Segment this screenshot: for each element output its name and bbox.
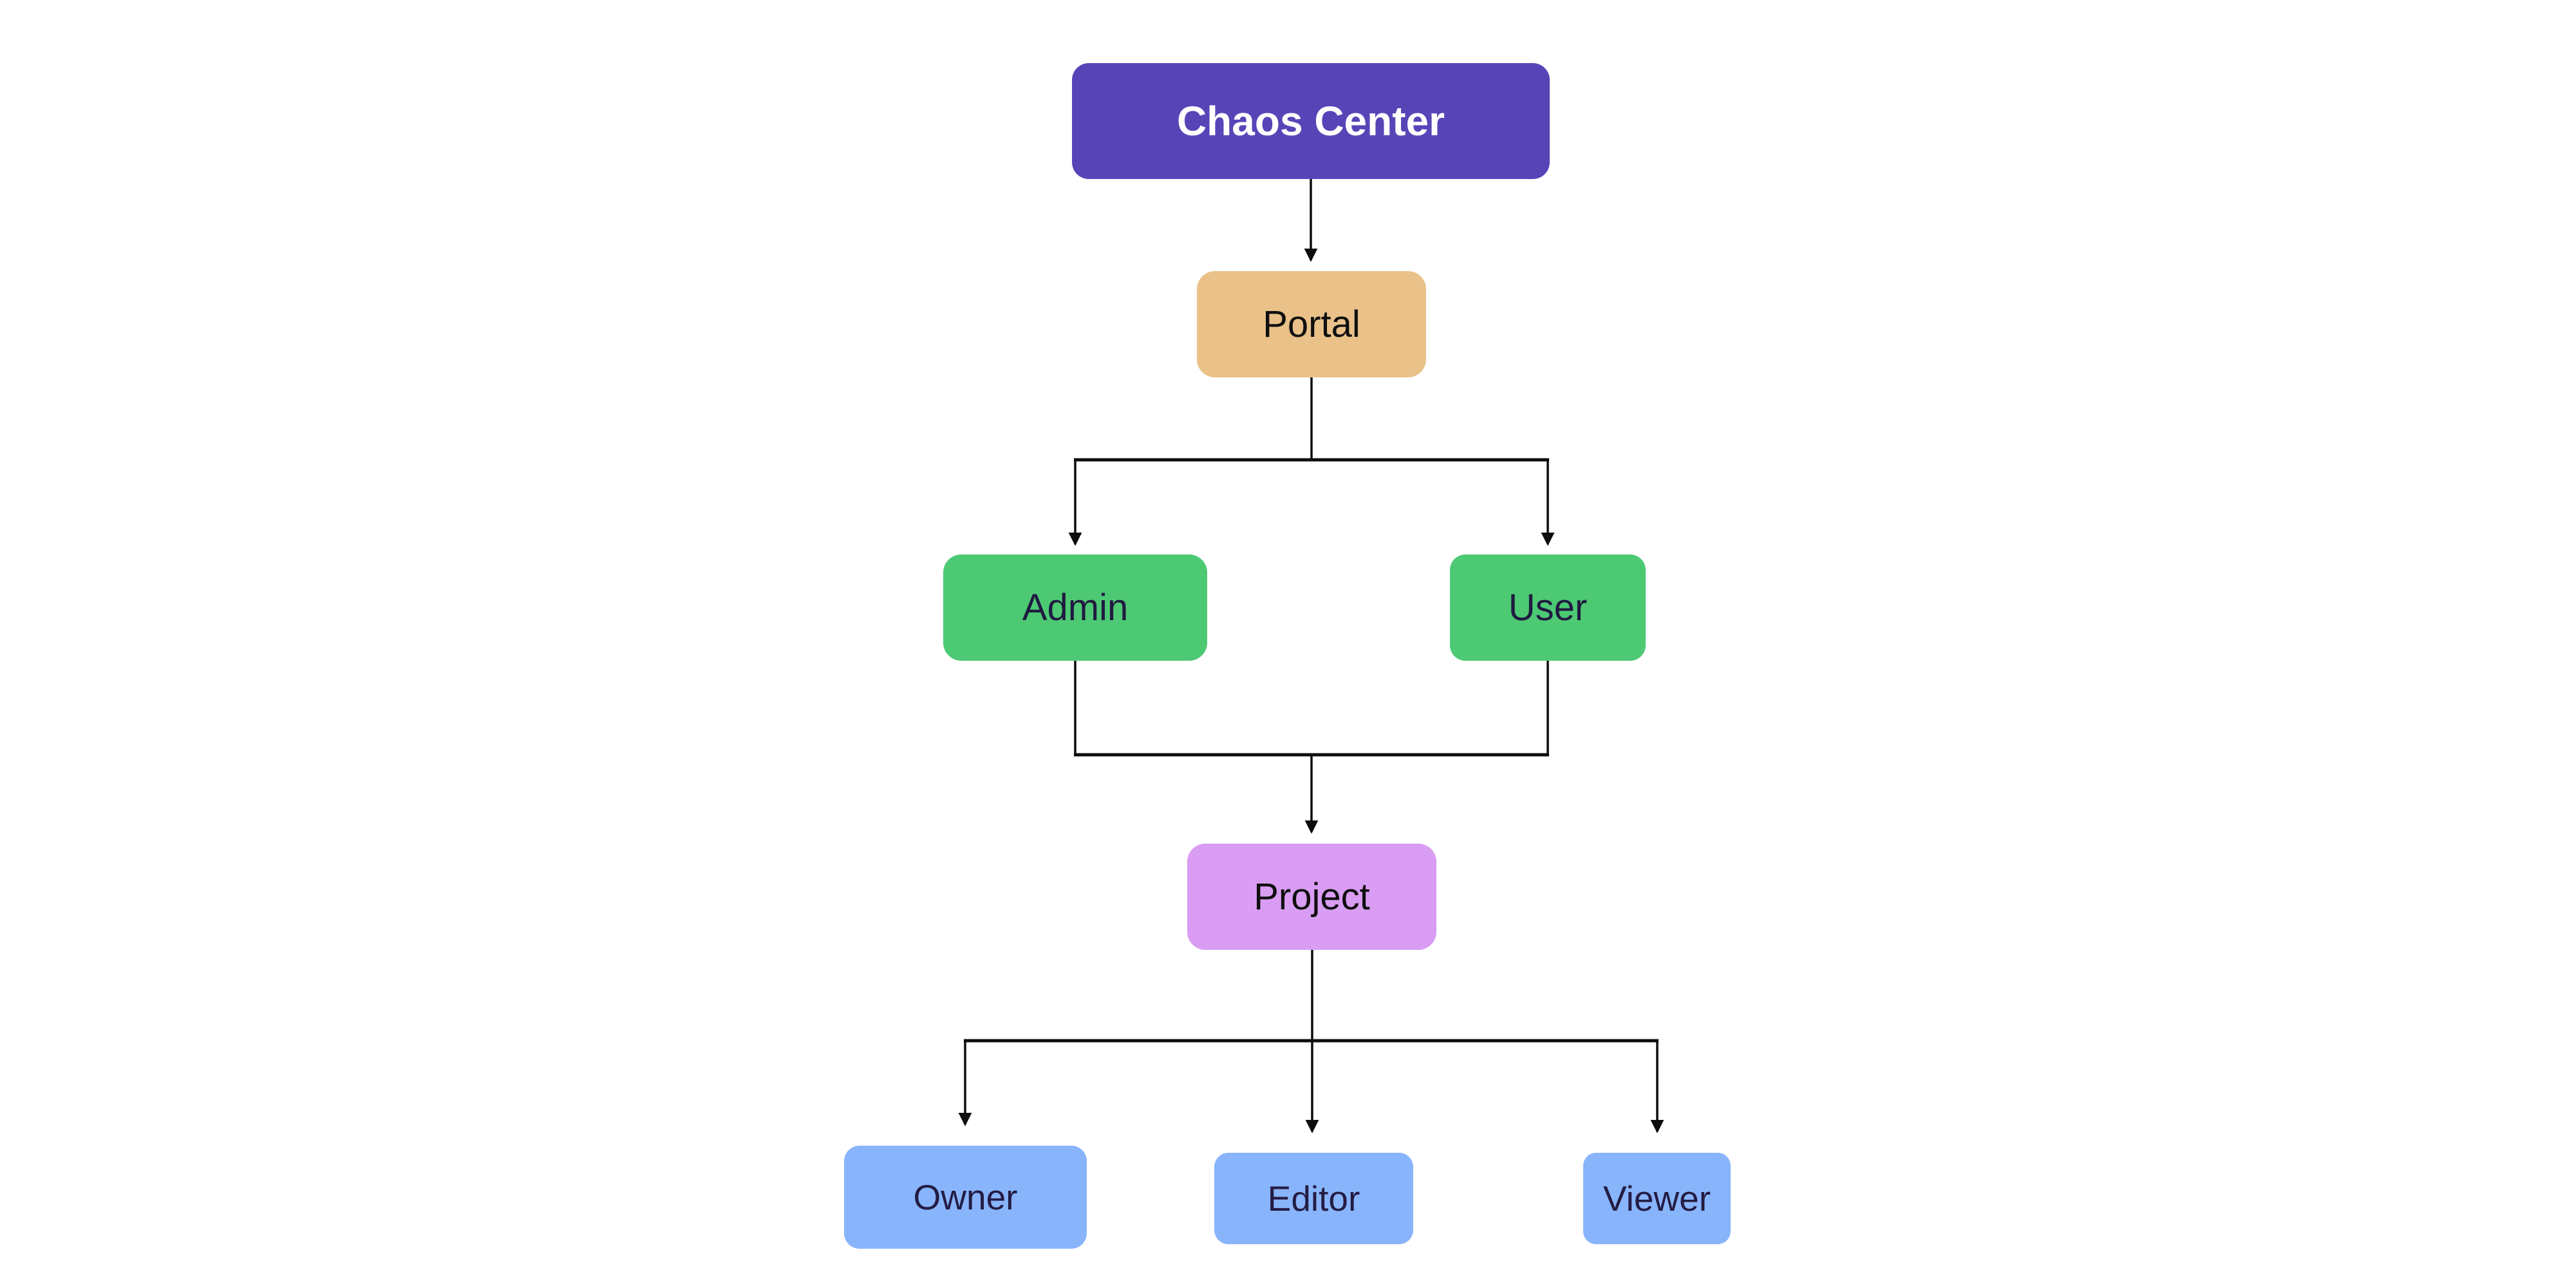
node-user-label: User: [1508, 586, 1588, 629]
node-chaos-center-label: Chaos Center: [1176, 98, 1445, 144]
node-admin-label: Admin: [1022, 586, 1129, 629]
node-editor: Editor: [1214, 1153, 1413, 1244]
node-chaos-center: Chaos Center: [1072, 63, 1550, 179]
node-editor-label: Editor: [1267, 1178, 1360, 1218]
node-user: User: [1450, 554, 1646, 661]
node-portal: Portal: [1197, 271, 1426, 377]
node-owner-label: Owner: [913, 1177, 1018, 1217]
node-project-label: Project: [1254, 875, 1370, 918]
node-owner: Owner: [844, 1146, 1087, 1249]
node-project: Project: [1187, 844, 1436, 950]
node-portal-label: Portal: [1263, 303, 1360, 345]
node-admin: Admin: [943, 554, 1207, 661]
node-viewer: Viewer: [1583, 1153, 1731, 1244]
node-viewer-label: Viewer: [1603, 1178, 1711, 1218]
